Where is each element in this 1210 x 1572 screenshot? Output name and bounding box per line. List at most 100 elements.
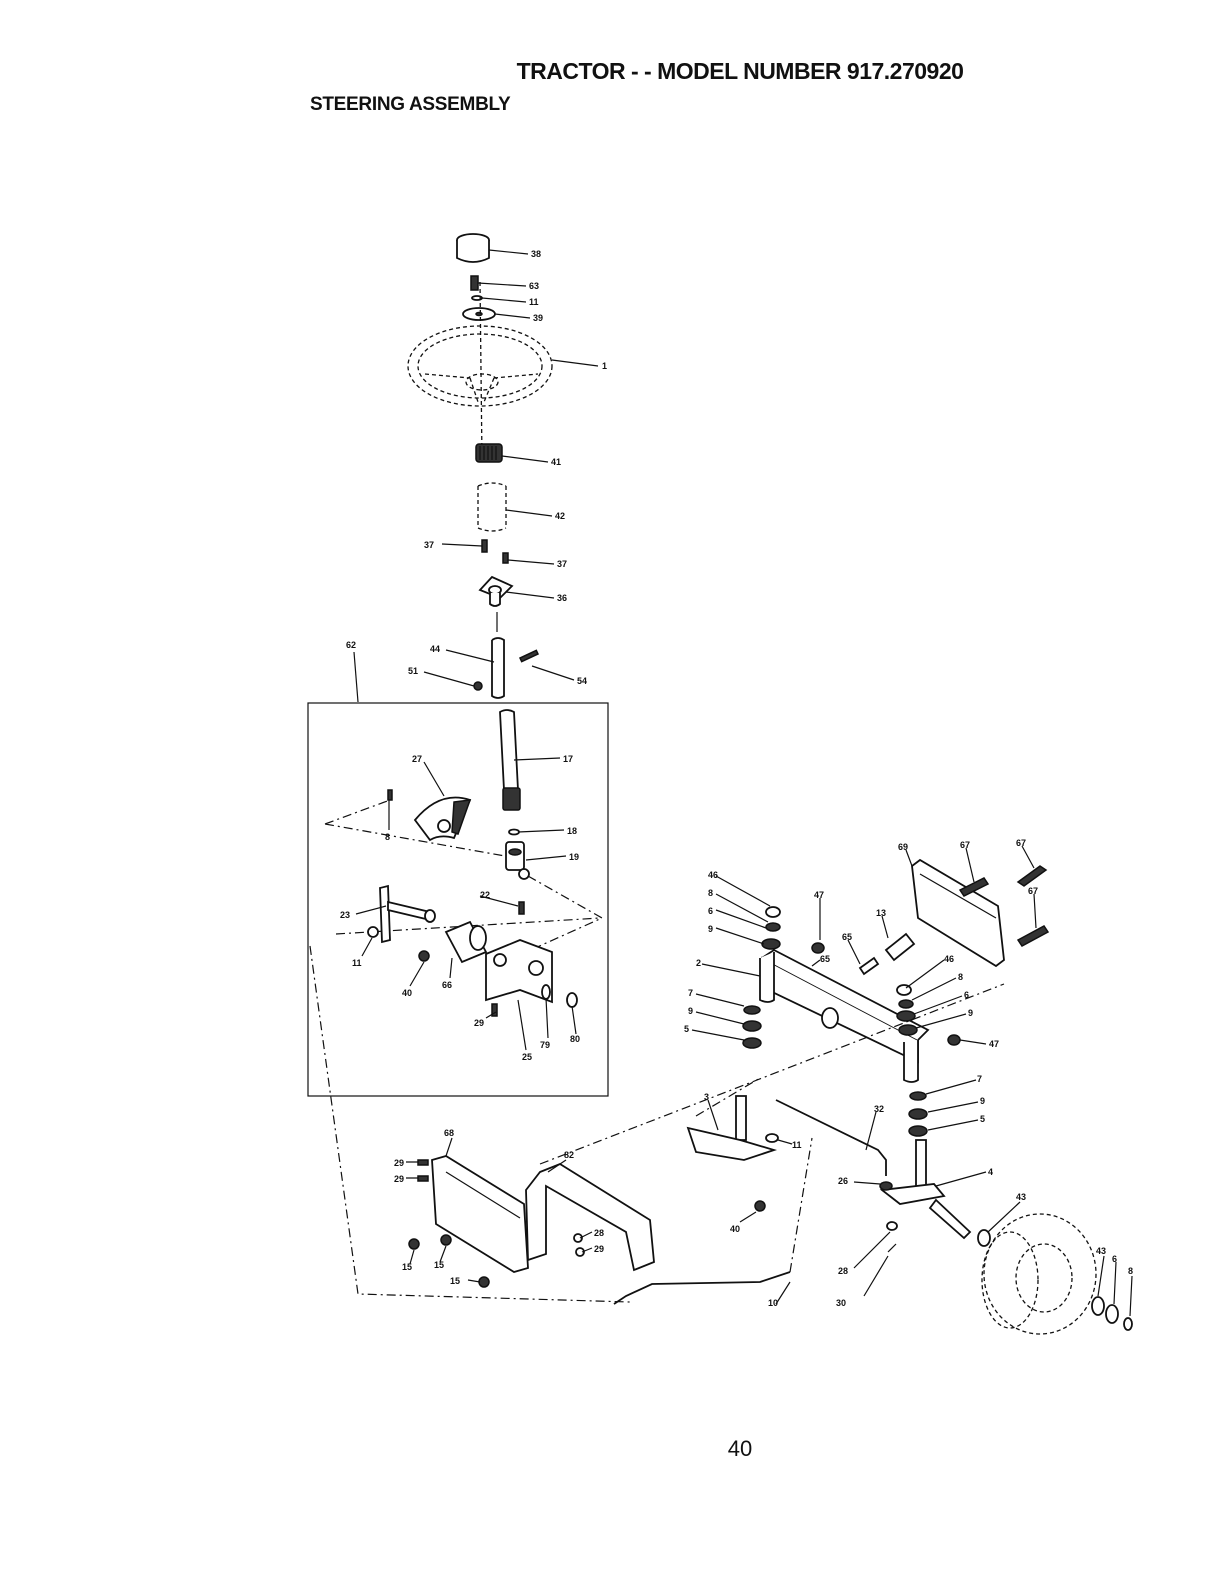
callout-9-right: 9: [968, 1008, 973, 1018]
spindle-3: [686, 1095, 778, 1161]
centerline-upper: [479, 281, 483, 461]
callout-1: 1: [602, 361, 607, 371]
callout-29-b: 29: [394, 1174, 404, 1184]
callout-13: 13: [876, 908, 886, 918]
callout-62: 62: [346, 640, 356, 650]
callout-28: 28: [838, 1266, 848, 1276]
callout-11-box: 11: [352, 958, 362, 968]
washer-11-axle: [765, 1133, 779, 1143]
callout-46-right: 46: [944, 954, 954, 964]
callout-5-left: 5: [684, 1024, 689, 1034]
callout-38: 38: [531, 249, 541, 259]
callout-43-lower: 43: [1096, 1246, 1106, 1256]
drag-link-32: [775, 1099, 887, 1176]
washer-28: [886, 1221, 898, 1231]
callout-9-left: 9: [708, 924, 713, 934]
callout-51: 51: [408, 666, 418, 676]
callout-17: 17: [563, 754, 573, 764]
callout-6-left: 6: [708, 906, 713, 916]
callout-40-axle: 40: [730, 1224, 740, 1234]
callout-11-axle: 11: [792, 1140, 802, 1150]
mounting-bracket-82: [525, 1162, 655, 1272]
callout-54: 54: [577, 676, 587, 686]
callout-8-wheel: 8: [1128, 1266, 1133, 1276]
callout-63: 63: [529, 281, 539, 291]
callout-80: 80: [570, 1034, 580, 1044]
bolt-37-right: [502, 552, 509, 564]
wheel-washers-outer: [1091, 1296, 1133, 1331]
callout-39: 39: [533, 313, 543, 323]
callout-22: 22: [480, 890, 490, 900]
callout-29-bracket: 29: [594, 1244, 604, 1254]
callout-37-right: 37: [557, 559, 567, 569]
axle-bracket-69: [911, 858, 1005, 968]
callout-27: 27: [412, 754, 422, 764]
callout-15-a: 15: [402, 1262, 412, 1272]
callout-44: 44: [430, 644, 440, 654]
callout-3: 3: [704, 1092, 709, 1102]
callout-labels: 38 63 11 39 1 41 42 37 37 36 62 44 51 54…: [340, 249, 1133, 1308]
callout-26: 26: [838, 1176, 848, 1186]
bolt-22: [518, 901, 525, 915]
callout-46-left: 46: [708, 870, 718, 880]
callout-11: 11: [529, 297, 539, 307]
callout-47-left: 47: [814, 890, 824, 900]
callout-28-bracket: 28: [594, 1228, 604, 1238]
nut-80: [566, 992, 578, 1008]
nut-51: [473, 681, 483, 691]
washer-79: [541, 984, 551, 1000]
callout-leaders: [355, 249, 1133, 1317]
subassembly-62-box: [307, 702, 609, 1097]
callout-2: 2: [696, 958, 701, 968]
page-number: 40: [727, 1436, 753, 1461]
callout-40-box: 40: [402, 988, 412, 998]
callout-19: 19: [569, 852, 579, 862]
spindle-4: [879, 1139, 972, 1240]
callout-41: 41: [551, 457, 561, 467]
callout-10: 10: [768, 1298, 778, 1308]
steering-cap: [456, 233, 490, 263]
front-axle-2: [759, 948, 930, 1083]
callout-65-b: 65: [820, 954, 830, 964]
section-title: STEERING ASSEMBLY: [310, 94, 511, 115]
callout-30: 30: [836, 1298, 846, 1308]
steering-shaft-17: [499, 709, 521, 811]
callout-29-a: 29: [394, 1158, 404, 1168]
callout-5-right: 5: [980, 1114, 985, 1124]
callout-36: 36: [557, 593, 567, 603]
callout-32: 32: [874, 1104, 884, 1114]
bushing-26: [879, 1181, 893, 1191]
callout-8-right: 8: [958, 972, 963, 982]
washers-right-stack: [896, 984, 928, 1137]
callout-79: 79: [540, 1040, 550, 1050]
bushing-42: [477, 482, 507, 532]
bolt-29-box: [491, 1003, 498, 1017]
pivot-bracket-23: [379, 884, 436, 944]
callout-69: 69: [898, 842, 908, 852]
callout-6-right: 6: [964, 990, 969, 1000]
callout-37-left: 37: [424, 540, 434, 550]
washer-43-inner: [977, 1229, 991, 1247]
callout-9-right-lower: 9: [980, 1096, 985, 1106]
callout-67-b: 67: [1016, 838, 1026, 848]
callout-66: 66: [442, 980, 452, 990]
callout-47-right: 47: [989, 1039, 999, 1049]
callout-43-upper: 43: [1016, 1192, 1026, 1202]
callout-68: 68: [444, 1128, 454, 1138]
spacer-66: [444, 920, 488, 964]
washer-11-box: [367, 926, 379, 938]
callout-29-box: 29: [474, 1018, 484, 1028]
callout-18: 18: [567, 826, 577, 836]
pin-30: [887, 1243, 897, 1253]
page-title: TRACTOR - - MODEL NUMBER 917.270920: [516, 58, 964, 84]
callout-9-left-lower: 9: [688, 1006, 693, 1016]
grease-fitting-47-left: [811, 942, 825, 954]
callout-67-a: 67: [960, 840, 970, 850]
steering-shaft-44: [491, 637, 540, 699]
steering-adapter-41: [475, 443, 503, 463]
screw-8: [387, 789, 393, 801]
bolt-67-top: [958, 865, 1050, 947]
washer-39: [462, 307, 496, 321]
callout-7-right: 7: [977, 1074, 982, 1084]
